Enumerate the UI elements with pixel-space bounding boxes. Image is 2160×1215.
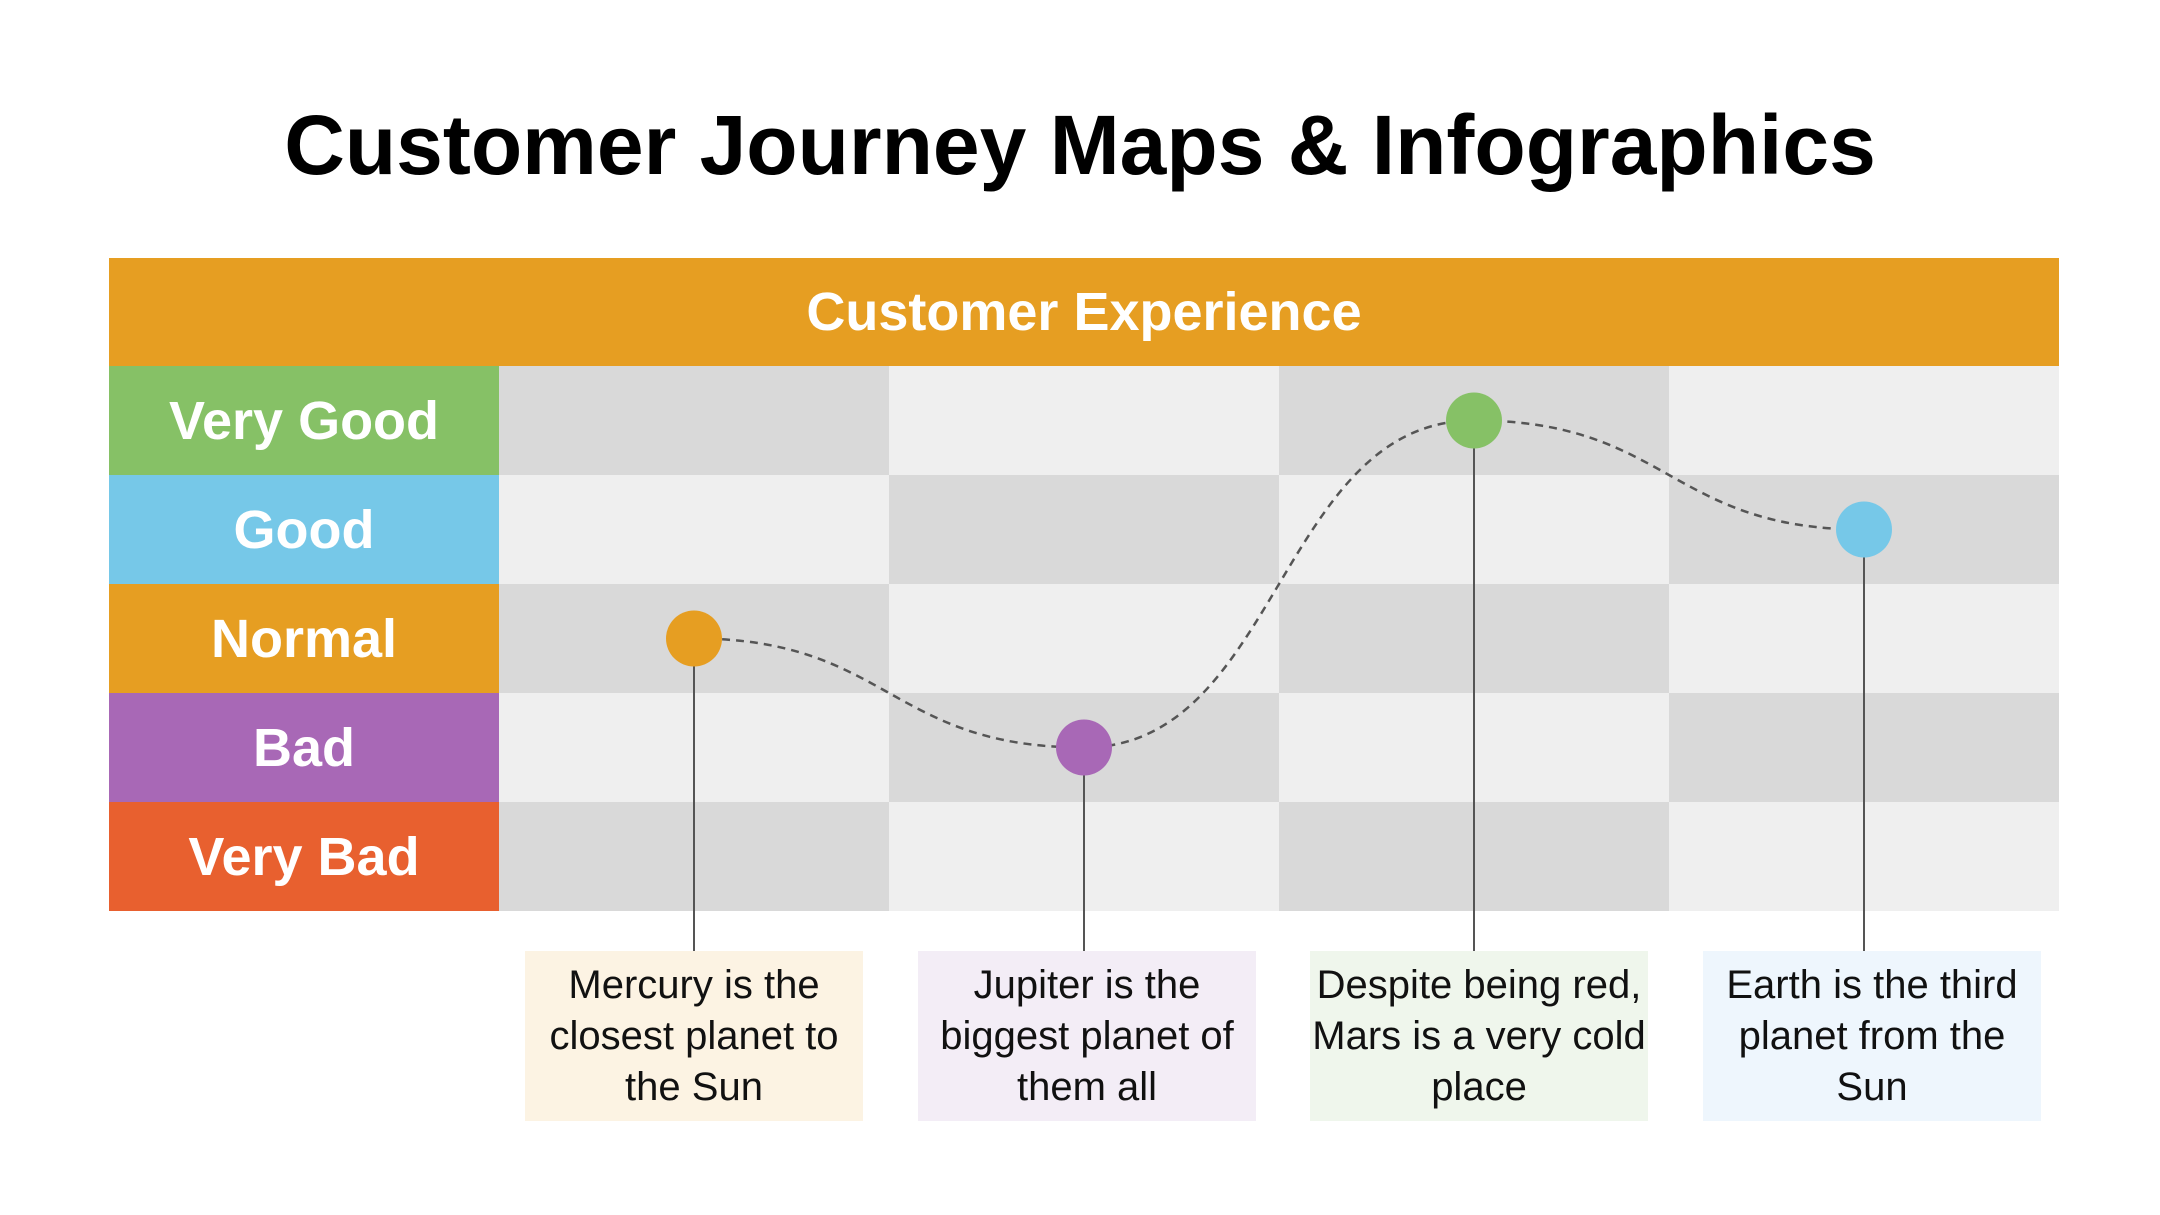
grid-cell	[889, 475, 1279, 584]
journey-marker	[1056, 719, 1112, 776]
note-jupiter: Jupiter is the biggest planet of them al…	[918, 951, 1256, 1121]
row-label-very-good: Very Good	[109, 366, 499, 475]
row-label-normal: Normal	[109, 584, 499, 693]
grid-cell	[1669, 366, 2059, 475]
customer-experience-header: Customer Experience	[109, 258, 2059, 366]
note-mars: Despite being red, Mars is a very cold p…	[1310, 951, 1648, 1121]
grid-cell	[889, 366, 1279, 475]
row-label-bad: Bad	[109, 693, 499, 802]
journey-marker	[1836, 501, 1892, 558]
grid-cell	[499, 366, 889, 475]
row-label-good: Good	[109, 475, 499, 584]
connectors	[693, 420, 1865, 951]
note-earth: Earth is the third planet from the Sun	[1703, 951, 2041, 1121]
grid-cell	[889, 584, 1279, 693]
row-label-very-bad: Very Bad	[109, 802, 499, 911]
page-title: Customer Journey Maps & Infographics	[284, 98, 1876, 192]
journey-marker	[1446, 392, 1502, 449]
note-mercury: Mercury is the closest planet to the Sun	[525, 951, 863, 1121]
grid-cell	[499, 475, 889, 584]
journey-marker	[666, 610, 722, 667]
journey-curve	[693, 419, 1865, 749]
markers	[666, 392, 1892, 776]
